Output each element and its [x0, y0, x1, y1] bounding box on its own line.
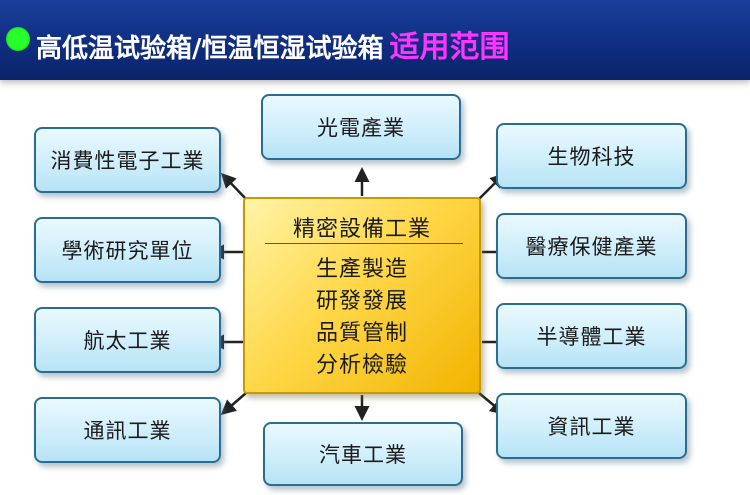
node-left-4: 通訊工業: [34, 397, 221, 463]
center-item-3: 品質管制: [315, 321, 408, 346]
title-main: 高低温试验箱/恒温恒湿试验箱: [36, 34, 384, 64]
center-item-2: 研發發展: [315, 289, 408, 314]
node-left-1: 消費性電子工業: [34, 127, 221, 193]
center-divider: [265, 243, 463, 244]
node-right-2: 醫療保健產業: [496, 213, 687, 279]
header-banner: 高低温试验箱/恒温恒湿试验箱适用范围: [0, 0, 750, 80]
node-right-4: 資訊工業: [496, 393, 687, 459]
page-title: 高低温试验箱/恒温恒湿试验箱适用范围: [36, 22, 510, 66]
node-top: 光電產業: [261, 94, 461, 160]
bullet-icon: [6, 27, 30, 51]
center-node: 精密設備工業 生產製造 研發發展 品質管制 分析檢驗: [243, 197, 481, 394]
node-right-1: 生物科技: [496, 123, 687, 189]
node-right-3: 半導體工業: [496, 303, 687, 369]
node-left-2: 學術研究單位: [34, 217, 221, 283]
center-item-1: 生產製造: [315, 257, 408, 282]
node-bottom: 汽車工業: [263, 422, 463, 486]
node-left-3: 航太工業: [34, 307, 221, 373]
arrow-left-1: [220, 172, 247, 200]
title-highlight: 适用范围: [389, 30, 510, 65]
center-item-4: 分析檢驗: [315, 353, 408, 378]
arrow-left-4: [220, 392, 247, 415]
center-title: 精密設備工業: [292, 217, 431, 242]
